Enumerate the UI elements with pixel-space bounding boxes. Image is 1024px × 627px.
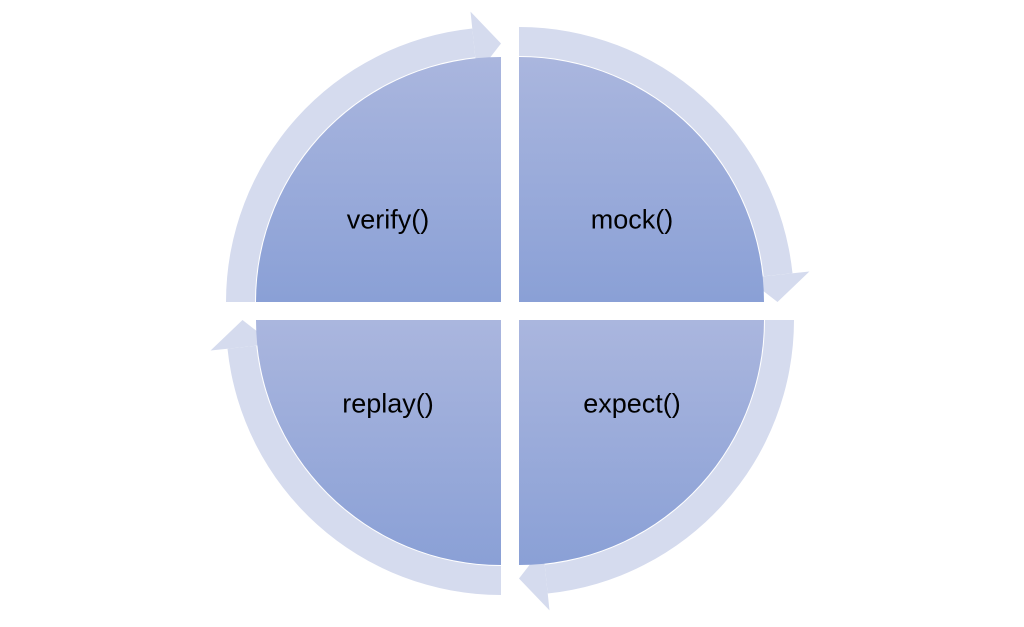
step-label-replay: replay()	[342, 388, 434, 419]
step-label-mock: mock()	[590, 204, 674, 235]
cycle-arrow-shaft-expect	[544, 320, 794, 594]
step-label-verify: verify()	[346, 204, 430, 235]
cycle-arrow-shaft-verify	[225, 28, 476, 302]
cycle-arrow-shaft-replay	[227, 345, 501, 595]
quadrant-verify	[256, 57, 501, 302]
quadrant-replay	[256, 320, 501, 565]
cycle-arrow-shaft-mock	[519, 27, 793, 277]
quadrant-mock	[519, 57, 764, 302]
quadrant-expect	[519, 320, 764, 565]
step-label-expect: expect()	[583, 388, 681, 419]
